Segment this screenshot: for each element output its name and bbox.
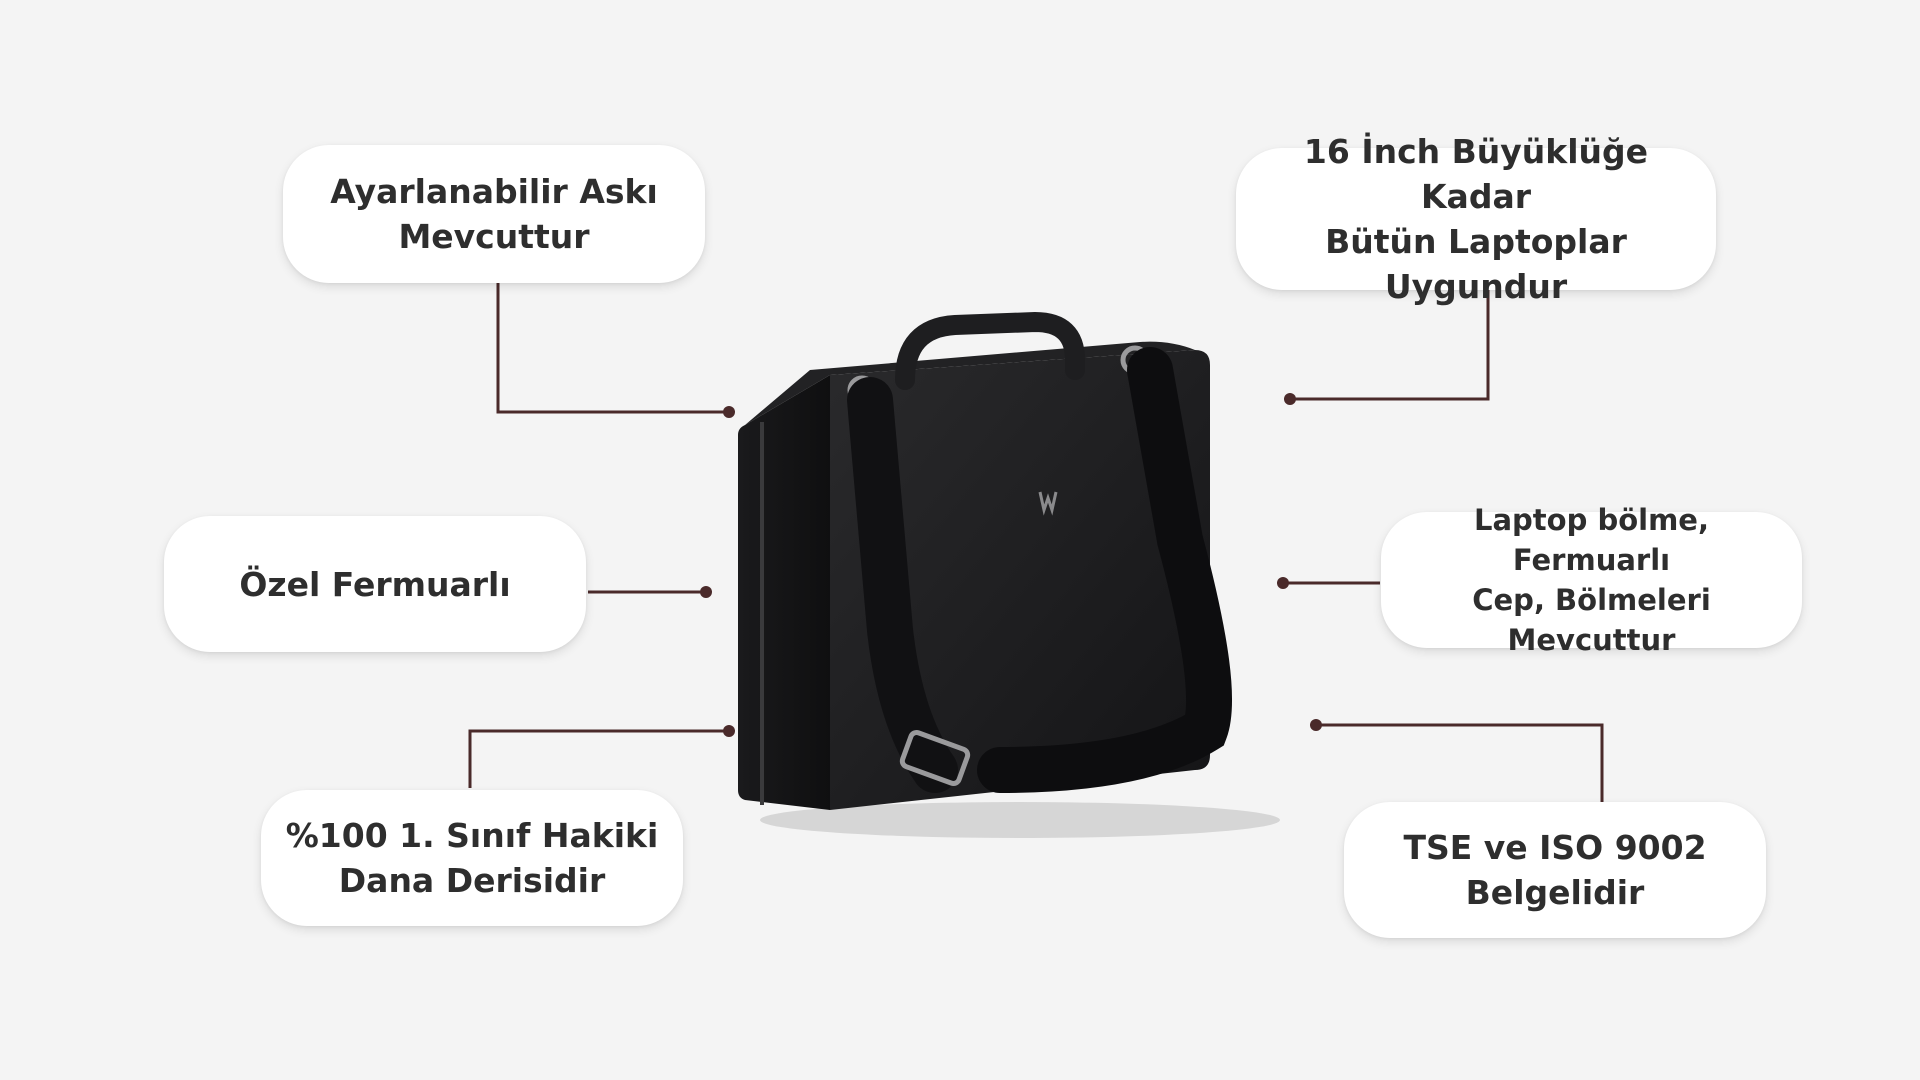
laptop-bag-image bbox=[738, 311, 1280, 838]
feature-certified-text: TSE ve ISO 9002 Belgelidir bbox=[1403, 828, 1707, 912]
feature-leather-text: %100 1. Sınıf Hakiki Dana Derisidir bbox=[285, 816, 659, 900]
feature-strap-callout: Ayarlanabilir Askı Mevcuttur bbox=[283, 145, 705, 283]
connector-certified bbox=[1316, 723, 1604, 802]
feature-zipper-callout: Özel Fermuarlı bbox=[164, 516, 586, 652]
feature-zipper-text: Özel Fermuarlı bbox=[239, 564, 511, 604]
feature-compartments-callout: Laptop bölme, Fermuarlı Cep, Bölmeleri M… bbox=[1381, 503, 1802, 657]
connector-leather bbox=[468, 729, 729, 788]
feature-strap-text: Ayarlanabilir Askı Mevcuttur bbox=[330, 172, 658, 256]
feature-size-text: 16 İnch Büyüklüğe Kadar Bütün Laptoplar … bbox=[1303, 132, 1649, 306]
feature-compartments-text: Laptop bölme, Fermuarlı Cep, Bölmeleri M… bbox=[1472, 503, 1711, 657]
connector-strap bbox=[496, 283, 729, 414]
feature-size-callout: 16 İnch Büyüklüğe Kadar Bütün Laptoplar … bbox=[1236, 132, 1716, 306]
feature-leather-callout: %100 1. Sınıf Hakiki Dana Derisidir bbox=[261, 790, 683, 926]
feature-certified-callout: TSE ve ISO 9002 Belgelidir bbox=[1344, 802, 1766, 938]
connector-dot-certified bbox=[1310, 719, 1322, 731]
